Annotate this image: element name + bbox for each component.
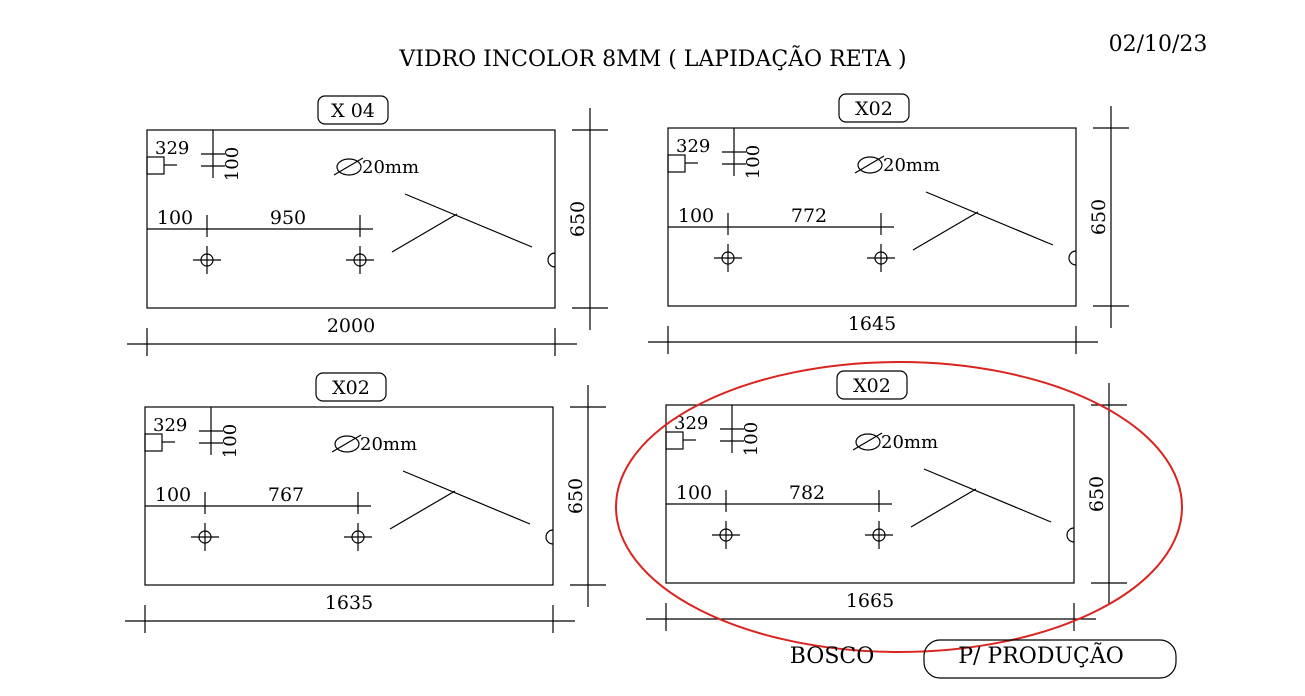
- hole-marker: [721, 251, 735, 265]
- hole-marker: [351, 530, 365, 544]
- corner-notch: [146, 156, 165, 175]
- diameter-slash: [331, 434, 362, 453]
- hole-diameter-label: 20mm: [360, 434, 417, 455]
- diagonal-line-short: [910, 488, 977, 528]
- hole-marker: [198, 530, 212, 544]
- hole-marker: [872, 528, 886, 542]
- diameter-symbol: [857, 156, 883, 174]
- drawing-date: 02/10/23: [1109, 32, 1208, 57]
- diameter-slash: [333, 157, 364, 176]
- width-label: 1635: [325, 592, 373, 614]
- quantity-label: X02: [855, 98, 893, 120]
- quantity-box: [838, 93, 910, 123]
- hole-diameter-label: 20mm: [881, 432, 938, 453]
- height-label: 650: [565, 478, 587, 514]
- diagonal-line-long: [925, 191, 1054, 246]
- diameter-symbol: [334, 435, 360, 453]
- panel-outline: [665, 404, 1075, 584]
- hole-spacing-label: 767: [268, 484, 304, 506]
- left-margin-label: 100: [157, 207, 193, 229]
- hole-offset-label: 100: [220, 424, 241, 458]
- hole-spacing-label: 950: [270, 207, 306, 229]
- width-label: 1645: [848, 313, 896, 335]
- edge-offset-label: 329: [674, 413, 708, 434]
- quantity-box: [836, 370, 908, 400]
- width-label: 2000: [327, 315, 375, 337]
- quantity-box: [317, 95, 389, 125]
- status-label: P/ PRODUÇÃO: [958, 641, 1124, 669]
- corner-notch: [667, 154, 686, 173]
- hole-marker: [719, 528, 733, 542]
- glass-panel-4: X02 329 100 20mm 100 782 650 1665: [646, 370, 1127, 631]
- diameter-slash: [854, 155, 885, 174]
- diagonal-line-short: [391, 213, 458, 253]
- hole-spacing-label: 772: [791, 205, 827, 227]
- quantity-label: X 04: [331, 100, 375, 122]
- diagonal-line-short: [912, 211, 979, 251]
- width-label: 1665: [846, 590, 894, 612]
- quantity-label: X02: [853, 375, 891, 397]
- hole-marker: [353, 253, 367, 267]
- hole-marker: [200, 253, 214, 267]
- edge-offset-label: 329: [676, 136, 710, 157]
- drawing-title: VIDRO INCOLOR 8MM ( LAPIDAÇÃO RETA ): [398, 44, 906, 72]
- hole-offset-label: 100: [743, 145, 764, 179]
- diagonal-line-short: [389, 490, 456, 530]
- left-margin-label: 100: [676, 482, 712, 504]
- hole-spacing-label: 782: [789, 482, 825, 504]
- diameter-symbol: [336, 158, 362, 176]
- height-label: 650: [1086, 476, 1108, 512]
- glass-panel-2: X02 329 100 20mm 100 772 650 1645: [648, 93, 1129, 354]
- edge-offset-label: 329: [155, 138, 189, 159]
- quantity-box: [315, 372, 387, 402]
- edge-notch: [1066, 527, 1075, 543]
- edge-offset-label: 329: [153, 415, 187, 436]
- quantity-label: X02: [332, 377, 370, 399]
- diagonal-line-long: [923, 468, 1052, 523]
- panel-outline: [146, 129, 556, 309]
- panel-outline: [144, 406, 554, 586]
- hole-marker: [874, 251, 888, 265]
- height-label: 650: [1088, 199, 1110, 235]
- diameter-symbol: [855, 433, 881, 451]
- hole-offset-label: 100: [222, 147, 243, 181]
- corner-notch: [665, 431, 684, 450]
- left-margin-label: 100: [678, 205, 714, 227]
- hole-diameter-label: 20mm: [883, 155, 940, 176]
- corner-notch: [144, 433, 163, 452]
- highlight-circle: [615, 361, 1183, 653]
- diagonal-line-long: [402, 470, 531, 525]
- panel-outline: [667, 127, 1077, 307]
- height-label: 650: [567, 201, 589, 237]
- hole-offset-label: 100: [741, 422, 762, 456]
- diagonal-line-long: [404, 193, 533, 248]
- diameter-slash: [852, 432, 883, 451]
- edge-notch: [547, 252, 556, 268]
- edge-notch: [545, 529, 554, 545]
- edge-notch: [1068, 250, 1077, 266]
- glass-panel-3: X02 329 100 20mm 100 767 650 1635: [125, 372, 606, 633]
- glass-panel-1: X 04 329 100 20mm 100 950 650 2000: [127, 95, 608, 356]
- status-box: [923, 639, 1177, 679]
- left-margin-label: 100: [155, 484, 191, 506]
- hole-diameter-label: 20mm: [362, 157, 419, 178]
- client-name: BOSCO: [790, 644, 875, 669]
